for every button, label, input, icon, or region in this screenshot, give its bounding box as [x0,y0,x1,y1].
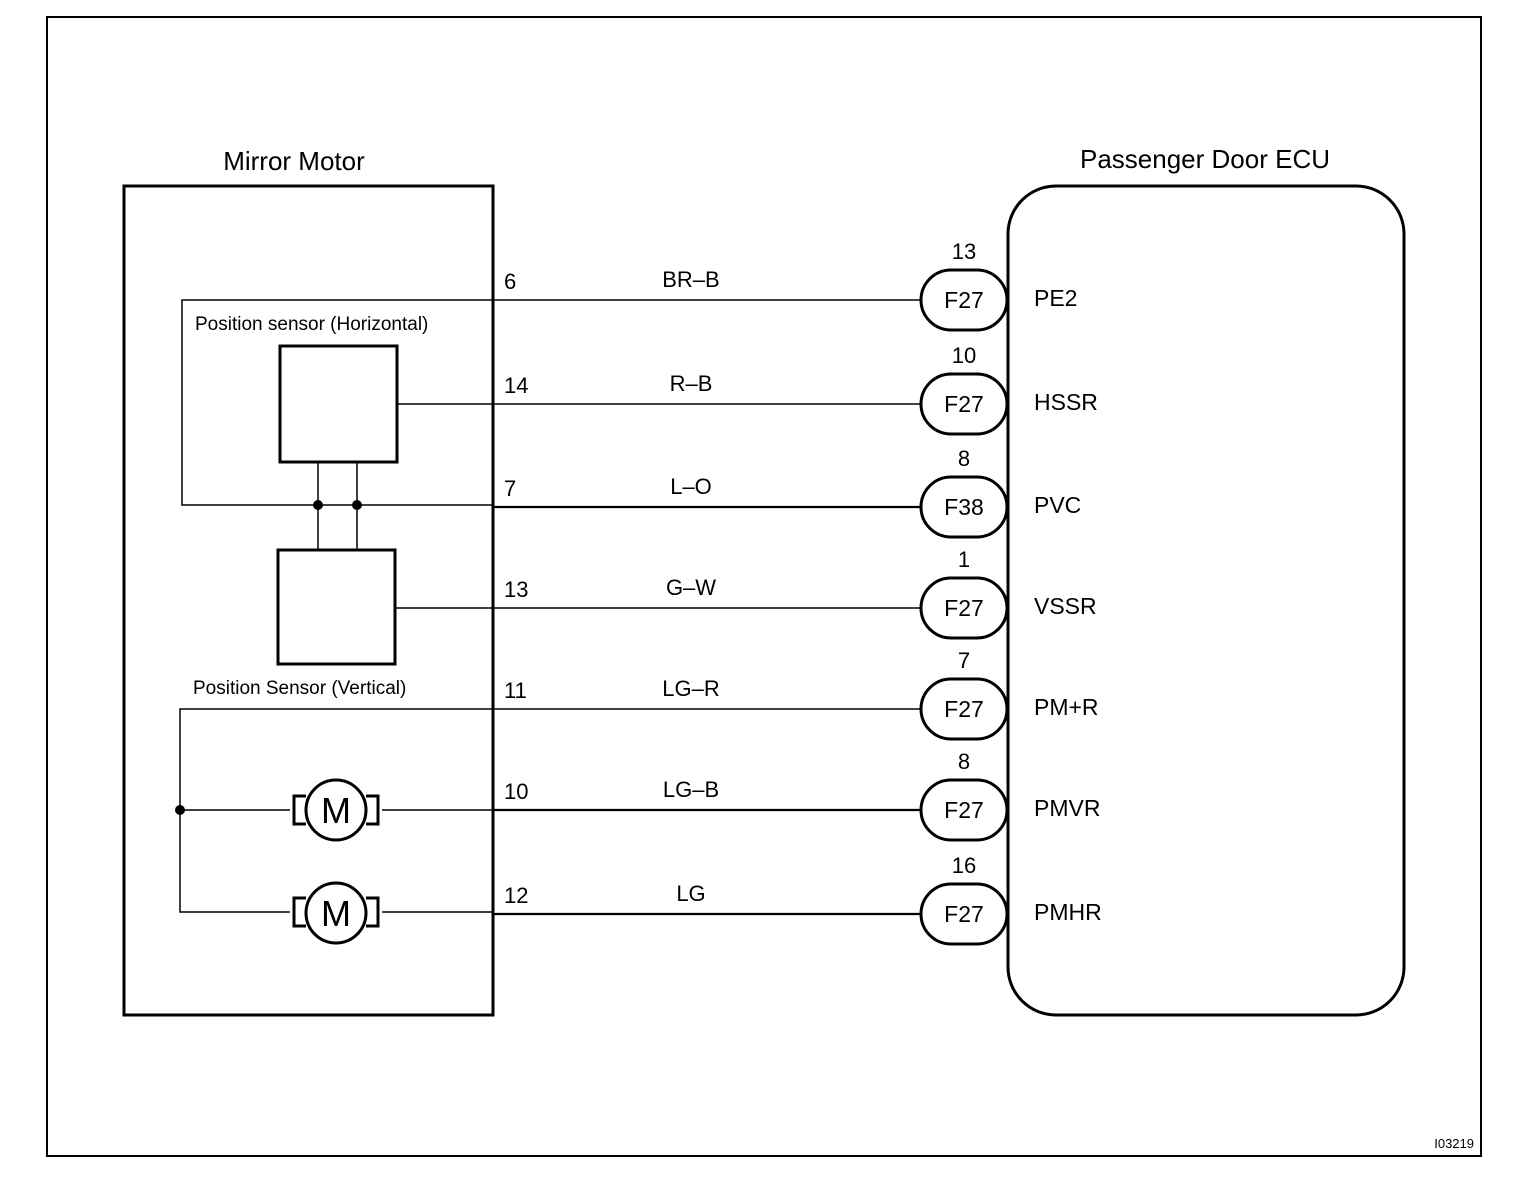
connector-pill [919,475,1009,539]
figure-code: I03219 [1434,1136,1474,1151]
ecu-box [1006,184,1406,1017]
connector-pin-number: 13 [952,239,976,264]
connector-id: F27 [944,595,984,621]
motor-vertical: M [292,778,380,842]
connector-id: F27 [944,391,984,417]
connector-pin-number: 10 [952,343,976,368]
ecu-terminal-name: PMHR [1034,899,1102,925]
connector-id: F27 [944,797,984,823]
ecu-terminal-name: HSSR [1034,389,1098,415]
connector-pin-number: 7 [958,648,970,673]
horizontal-position-sensor [278,344,399,464]
ecu-terminal-name: PM+R [1034,694,1099,720]
mirror-motor-box [122,184,495,1017]
ecu-terminal-name: VSSR [1034,593,1097,619]
mirror-pin-number: 11 [504,678,527,703]
wire-color-code: LG–B [663,777,719,802]
ecu-terminal-name: PVC [1034,492,1081,518]
mirror-motor-title: Mirror Motor [223,146,365,176]
passenger-door-ecu: Passenger Door ECU [1006,144,1406,1017]
connector-pin-number: 8 [958,749,970,774]
connector-pin-number: 16 [952,853,976,878]
connector-pill [919,677,1009,741]
mirror-pin-number: 14 [504,373,528,398]
wire-color-code: G–W [666,575,716,600]
mirror-pin-number: 13 [504,577,528,602]
junction-dot [313,500,323,510]
ecu-terminal-name: PMVR [1034,795,1100,821]
connector-id: F27 [944,901,984,927]
motor-symbol: M [321,893,351,934]
connector-id: F38 [944,494,984,520]
horizontal-sensor-label: Position sensor (Horizontal) [195,314,428,335]
junction-dot [352,500,362,510]
connector-id: F27 [944,287,984,313]
motor-horizontal: M [292,881,380,945]
ecu-title: Passenger Door ECU [1080,144,1330,174]
connector-pill [919,268,1009,332]
junction-dot [175,805,185,815]
connector-pill [919,778,1009,842]
mirror-pin-number: 6 [504,269,516,294]
wire-color-code: LG [676,881,705,906]
wire-color-code: BR–B [662,267,719,292]
mirror-pin-number: 7 [504,476,516,501]
connector-id: F27 [944,696,984,722]
vertical-position-sensor [276,548,397,666]
connector-pill [919,576,1009,640]
ecu-terminal-name: PE2 [1034,285,1077,311]
wire-color-code: L–O [670,474,712,499]
wire-color-code: R–B [670,371,713,396]
motor-symbol: M [321,790,351,831]
mirror-pin-number: 12 [504,883,528,908]
mirror-pin-number: 10 [504,779,528,804]
wire-color-code: LG–R [662,676,719,701]
mirror-motor: Mirror Motor Position sensor (Horizontal… [122,146,495,1017]
connector-pill [919,882,1009,946]
diagram-frame [46,16,1482,1157]
connector-pill [919,372,1009,436]
vertical-sensor-label: Position Sensor (Vertical) [193,678,406,699]
connector-pin-number: 1 [958,547,970,572]
connector-pin-number: 8 [958,446,970,471]
